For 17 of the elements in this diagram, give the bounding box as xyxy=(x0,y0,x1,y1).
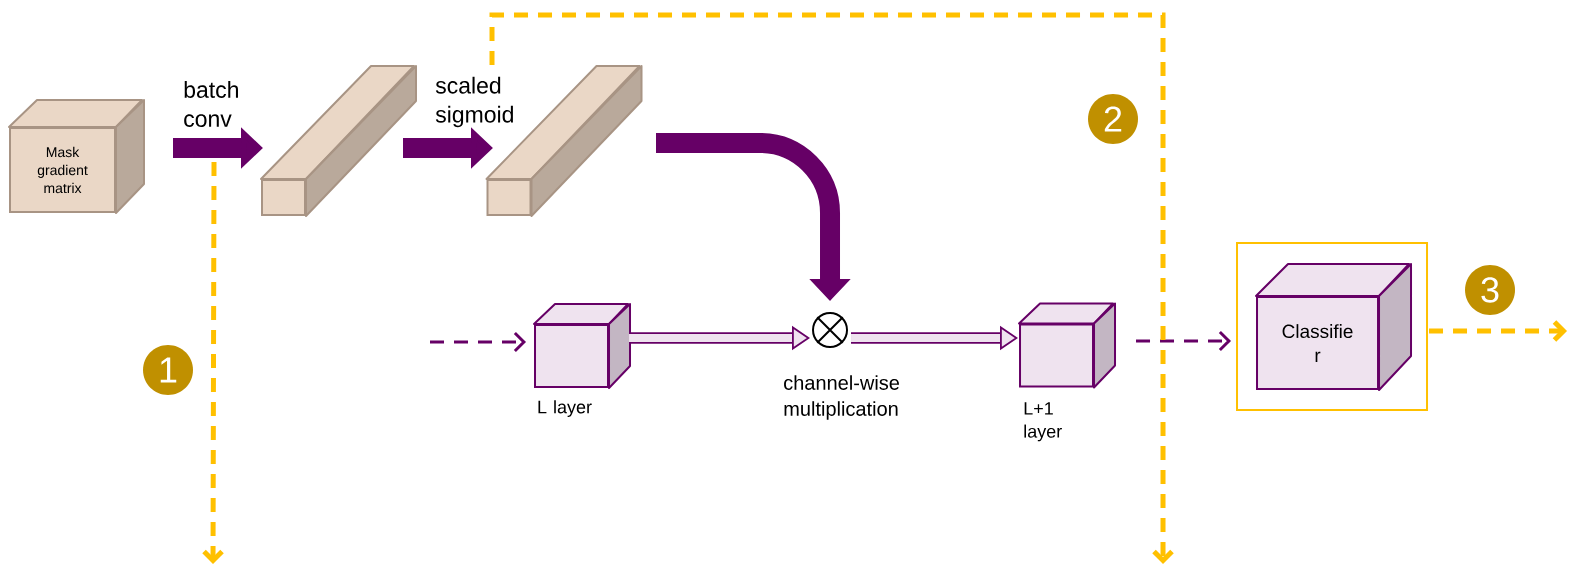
arrow xyxy=(430,331,526,353)
layer-label: L+1 layer xyxy=(1024,402,1062,442)
callout-number: 3 xyxy=(1465,265,1515,315)
edge-label: batch conv xyxy=(184,81,238,127)
layer-label: L layer xyxy=(538,400,592,417)
edge-label: scaled sigmoid xyxy=(435,76,513,128)
arrow xyxy=(202,162,224,564)
callout-number: 2 xyxy=(1088,94,1138,144)
node-caption: channel-wise multiplication xyxy=(784,375,899,420)
arrow xyxy=(489,12,1174,564)
cube: Mask gradient matrix xyxy=(8,99,145,214)
cube: Classifie r xyxy=(1255,263,1412,391)
callout-number: 1 xyxy=(143,345,193,395)
prism xyxy=(260,65,417,217)
arrow xyxy=(1136,330,1232,352)
arrow xyxy=(1429,320,1568,342)
highlight-frame xyxy=(1236,242,1428,411)
